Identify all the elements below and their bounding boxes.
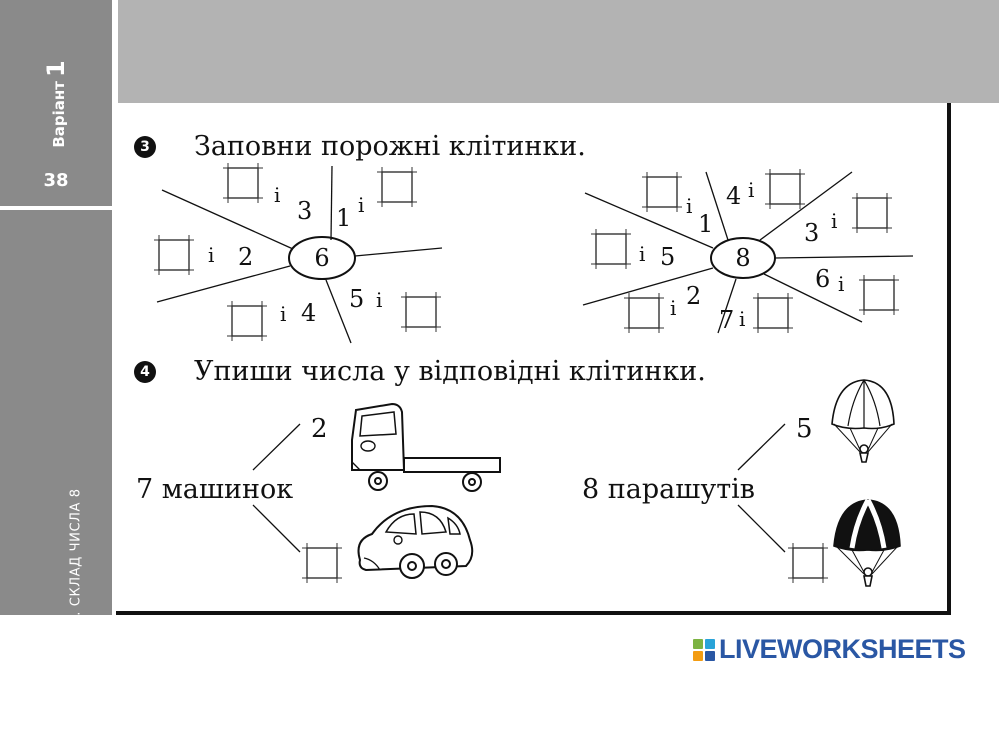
answer-box[interactable] xyxy=(859,275,899,315)
star-6-number: 2 xyxy=(238,243,253,271)
star-8-number: 7 xyxy=(719,306,734,334)
parachutes-given-number: 5 xyxy=(796,414,813,444)
star-8-number: 5 xyxy=(660,243,675,271)
worksheet-drawing: 6 3 1 2 5 4 і і і і і 8 1 4 5 3 2 6 7 і … xyxy=(0,0,999,676)
answer-box[interactable] xyxy=(401,292,441,332)
answer-box[interactable] xyxy=(852,193,892,233)
star-6-diagram xyxy=(157,166,442,343)
truck-icon xyxy=(352,404,500,491)
star-6-number: 5 xyxy=(349,285,364,313)
star-8-connector: і xyxy=(748,178,754,202)
liveworksheets-logo-text: LIVEWORKSHEETS xyxy=(719,634,966,665)
parachutes-total-label: 8 парашутів xyxy=(582,474,755,505)
star-8-connector: і xyxy=(831,209,837,233)
star-8-number: 2 xyxy=(686,282,701,310)
star-8-connector: і xyxy=(838,272,844,296)
star-8-number: 4 xyxy=(726,182,741,210)
star-8-number: 6 xyxy=(815,265,830,293)
star-6-connector: і xyxy=(280,302,286,326)
parachutes-answer-box[interactable] xyxy=(788,543,828,583)
star-8-connector: і xyxy=(686,194,692,218)
star-8-center: 8 xyxy=(735,244,750,272)
answer-box[interactable] xyxy=(591,229,631,269)
answer-box[interactable] xyxy=(377,167,417,207)
star-6-connector: і xyxy=(358,193,364,217)
star-8-number: 3 xyxy=(804,219,819,247)
star-6-center: 6 xyxy=(314,244,329,272)
star-8-connector: і xyxy=(670,296,676,320)
parachute-dark-icon xyxy=(834,500,900,586)
star-8-connector: і xyxy=(739,307,745,331)
star-6-number: 1 xyxy=(336,204,351,232)
star-6-number: 3 xyxy=(297,197,312,225)
cars-given-number: 2 xyxy=(311,414,328,444)
star-6-connector: і xyxy=(376,288,382,312)
answer-box[interactable] xyxy=(227,301,267,341)
star-8-connector: і xyxy=(639,242,645,266)
star-6-connector: і xyxy=(274,183,280,207)
answer-box[interactable] xyxy=(765,169,805,209)
answer-box[interactable] xyxy=(154,235,194,275)
answer-box[interactable] xyxy=(223,163,263,203)
star-8-number: 1 xyxy=(698,210,713,238)
answer-box[interactable] xyxy=(624,293,664,333)
cars-answer-box[interactable] xyxy=(302,543,342,583)
star-6-connector: і xyxy=(208,243,214,267)
liveworksheets-logo-icon xyxy=(693,639,715,661)
answer-box[interactable] xyxy=(642,172,682,212)
parachute-icon xyxy=(832,380,894,462)
answer-box[interactable] xyxy=(753,293,793,333)
car-icon xyxy=(359,506,473,578)
star-6-number: 4 xyxy=(301,299,316,327)
cars-total-label: 7 машинок xyxy=(136,474,293,505)
liveworksheets-logo[interactable]: LIVEWORKSHEETS xyxy=(693,634,966,665)
